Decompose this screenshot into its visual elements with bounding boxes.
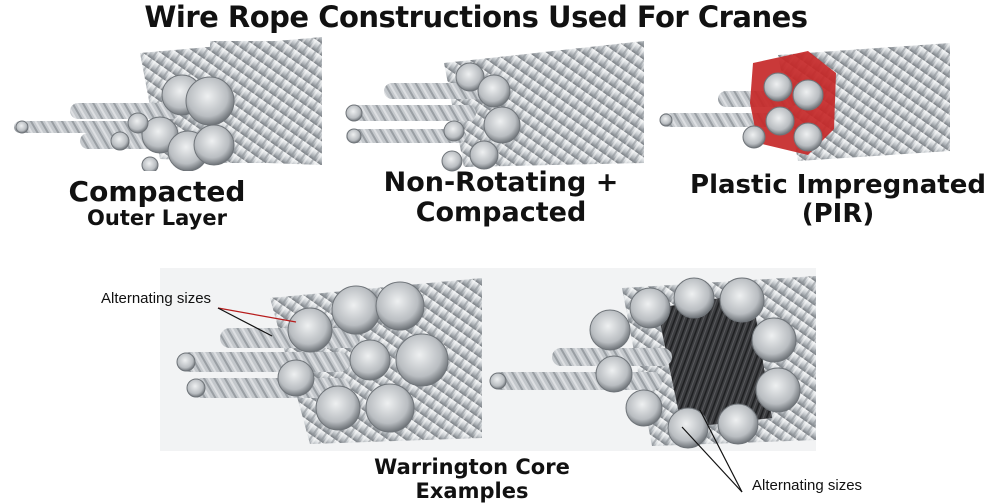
caption-compacted-line1: Compacted — [68, 175, 246, 208]
caption-pir-line1: Plastic Impregnated — [690, 170, 986, 200]
caption-pir-line2: (PIR) — [801, 199, 875, 230]
pointer-line-right-2 — [699, 409, 743, 493]
caption-pir: Plastic Impregnated (PIR) — [688, 170, 988, 230]
caption-non-rotating: Non-Rotating + Compacted — [376, 167, 626, 229]
caption-compacted: Compacted Outer Layer — [52, 176, 262, 231]
page-title: Wire Rope Constructions Used For Cranes — [144, 0, 808, 34]
caption-non-rotating-line2: Compacted — [415, 197, 587, 229]
pir-rope-image — [658, 33, 950, 168]
non-rotating-rope-image — [344, 33, 644, 173]
pointer-line-right-1 — [681, 426, 743, 493]
compacted-rope-image — [10, 33, 322, 171]
annotation-alternating-sizes-right: Alternating sizes — [752, 477, 863, 494]
caption-warrington: Warrington Core Examples — [374, 455, 570, 503]
pointer-line-left-1 — [217, 307, 297, 323]
caption-non-rotating-line1: Non-Rotating + — [383, 167, 619, 198]
warrington-rope-image-left — [160, 268, 482, 451]
annotation-alternating-sizes-left: Alternating sizes — [101, 290, 212, 307]
pointer-line-left-2 — [217, 307, 273, 337]
warrington-rope-image-right — [482, 268, 816, 451]
caption-compacted-line2: Outer Layer — [87, 206, 227, 231]
